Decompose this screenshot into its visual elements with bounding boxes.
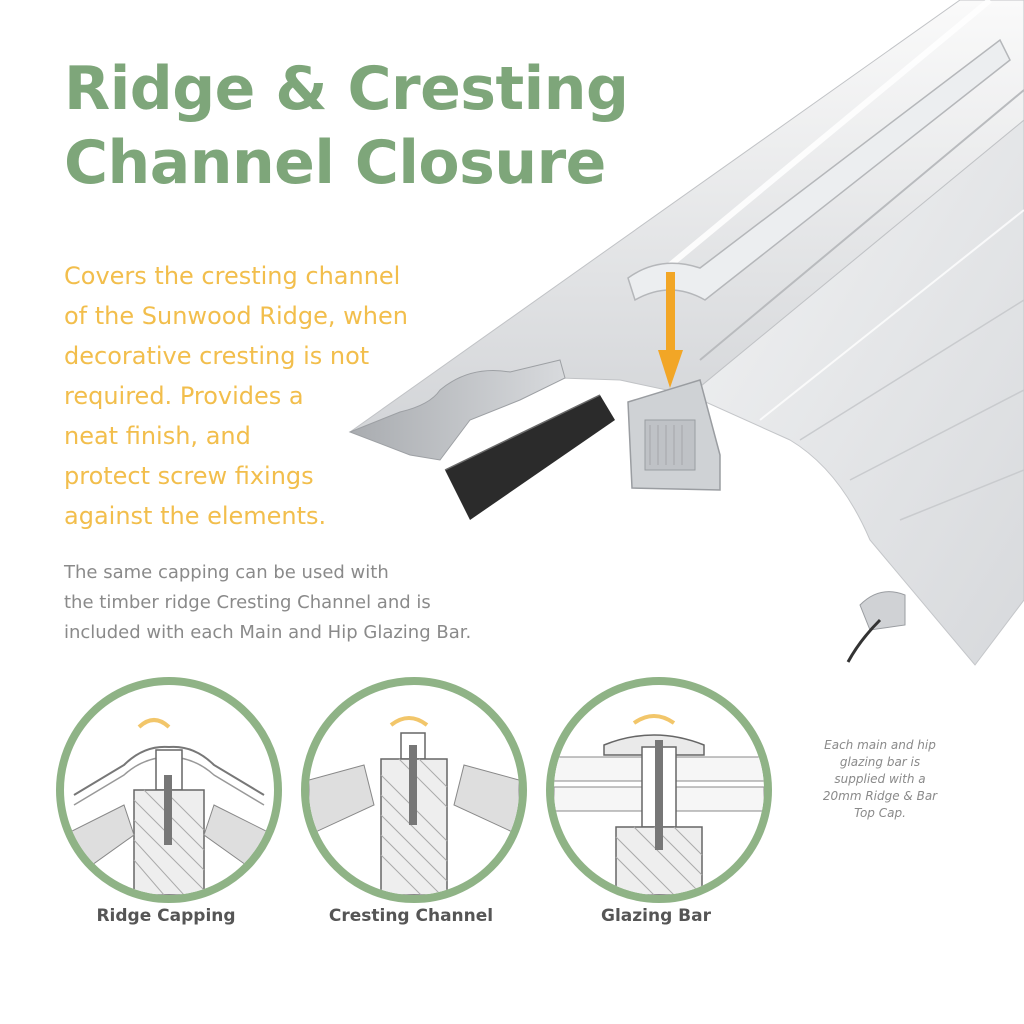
lead-line: decorative cresting is not — [64, 342, 370, 370]
top-cap-note: Each main and hip glazing bar is supplie… — [790, 737, 970, 822]
note-line: supplied with a — [834, 772, 926, 786]
body-line: the timber ridge Cresting Channel and is — [64, 592, 431, 613]
lead-line: protect screw fixings — [64, 462, 314, 490]
rubber-gasket — [445, 395, 615, 520]
glazing-bar-diagram — [546, 677, 772, 903]
lead-line: required. Provides a — [64, 382, 304, 410]
ridge-product-image — [348, 0, 1024, 666]
title-line-1: Ridge & Cresting — [64, 54, 629, 124]
cable-clip — [859, 591, 906, 631]
note-line: 20mm Ridge & Bar — [822, 789, 938, 803]
lead-line: neat finish, and — [64, 422, 251, 450]
cresting-channel-diagram — [301, 677, 527, 903]
right-panel — [689, 119, 1024, 666]
note-line: Top Cap. — [854, 806, 906, 820]
caption-ridge-capping: Ridge Capping — [96, 906, 236, 926]
body-line: included with each Main and Hip Glazing … — [64, 622, 472, 643]
lead-line: Covers the cresting channel — [64, 262, 401, 290]
down-arrow-shaft — [666, 272, 675, 352]
body-paragraph: The same capping can be used with the ti… — [64, 558, 471, 648]
ridge-capping-diagram — [56, 677, 282, 903]
down-arrow-head — [658, 350, 683, 388]
caption-cresting-channel: Cresting Channel — [328, 906, 494, 926]
note-line: Each main and hip — [824, 738, 936, 752]
lead-paragraph: Covers the cresting channel of the Sunwo… — [64, 256, 464, 536]
lead-line: against the elements. — [64, 502, 327, 530]
body-line: The same capping can be used with — [64, 562, 389, 583]
note-line: glazing bar is — [839, 755, 921, 769]
left-profile — [348, 359, 566, 461]
top-cap — [627, 38, 1011, 302]
caption-glazing-bar: Glazing Bar — [601, 906, 711, 926]
page-title: Ridge & Cresting Channel Closure — [64, 52, 629, 200]
title-line-2: Channel Closure — [64, 128, 606, 198]
lead-line: of the Sunwood Ridge, when — [64, 302, 408, 330]
cable — [846, 618, 882, 663]
